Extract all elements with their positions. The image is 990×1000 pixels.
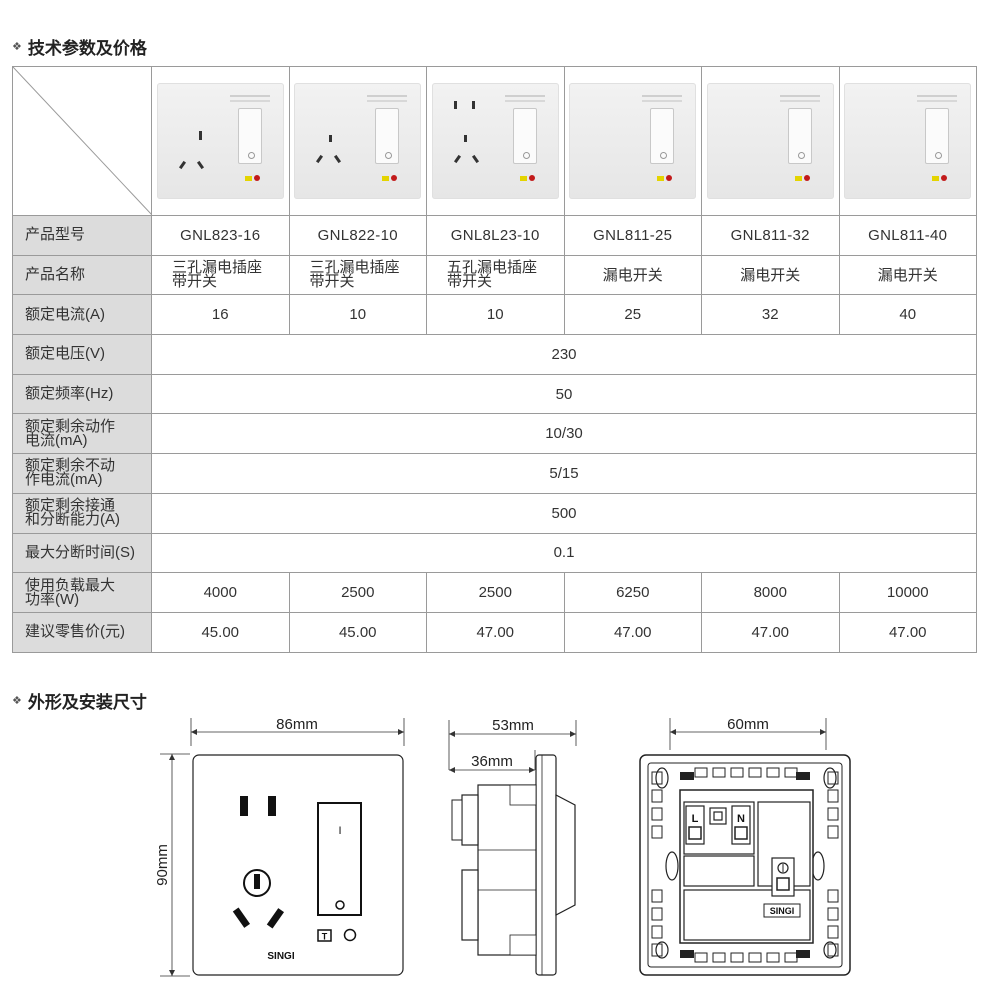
table-row-model: 产品型号 GNL823-16 GNL822-10 GNL8L23-10 GNL8… <box>12 215 977 256</box>
product-image-1 <box>151 66 290 216</box>
cell-name-2: 三孔漏电插座带开关 <box>288 254 427 296</box>
side-depth-label: 53mm <box>492 717 534 734</box>
product-image-2 <box>288 66 427 216</box>
brand-logo-back: SINGI <box>770 906 795 916</box>
cell-power-3: 2500 <box>426 572 565 613</box>
cell-price-5: 47.00 <box>701 611 840 653</box>
product-image-5 <box>701 66 840 216</box>
cell-name-1: 三孔漏电插座带开关 <box>151 254 290 296</box>
table-row-residual-nonop: 额定剩余不动作电流(mA) 5/15 <box>12 453 977 494</box>
earth-terminal-icon <box>777 862 789 874</box>
specs-section-title: ❖ 技术参数及价格 <box>12 34 147 59</box>
diamond-bullet-icon: ❖ <box>12 695 22 707</box>
switch-mark: I <box>338 825 341 837</box>
product-image-6 <box>838 66 977 216</box>
diagonal-line <box>13 67 152 215</box>
table-row-current: 额定电流(A) 16 10 10 25 32 40 <box>12 294 977 336</box>
cell-name-5: 漏电开关 <box>701 254 840 296</box>
table-row-price: 建议零售价(元) 45.00 45.00 47.00 47.00 47.00 4… <box>12 611 977 653</box>
svg-text:T: T <box>322 932 328 942</box>
label-max-break-time: 最大分断时间(S) <box>12 532 152 574</box>
dims-section-title: ❖ 外形及安装尺寸 <box>12 688 147 713</box>
brand-logo-front: SINGI <box>267 951 294 962</box>
cell-price-1: 45.00 <box>151 611 290 653</box>
cell-price-6: 47.00 <box>838 611 977 653</box>
label-frequency: 额定频率(Hz) <box>12 373 152 415</box>
table-row-residual-op: 额定剩余动作电流(mA) 10/30 <box>12 413 977 455</box>
spec-table: 产品型号 GNL823-16 GNL822-10 GNL8L23-10 GNL8… <box>12 66 977 653</box>
label-power: 使用负载最大功率(W) <box>12 572 152 613</box>
cell-current-4: 25 <box>563 294 702 336</box>
side-inner-label: 36mm <box>471 753 513 770</box>
cell-current-2: 10 <box>288 294 427 336</box>
socket-3pin-image <box>294 83 422 199</box>
rcd-switch-image <box>844 83 972 199</box>
cell-current-5: 32 <box>701 294 840 336</box>
cell-price-4: 47.00 <box>563 611 702 653</box>
cell-power-5: 8000 <box>701 572 840 613</box>
back-mount-label: 60mm <box>727 716 769 733</box>
front-view: 86mm 90mm I T SINGI <box>154 716 405 977</box>
cell-current-6: 40 <box>838 294 977 336</box>
test-button-icon <box>317 929 332 942</box>
front-height-label: 90mm <box>154 844 171 886</box>
rcd-switch-image <box>706 83 834 199</box>
front-width-label: 86mm <box>276 716 318 733</box>
cell-max-break-time: 0.1 <box>151 532 977 574</box>
cell-power-1: 4000 <box>151 572 290 613</box>
cell-model-6: GNL811-40 <box>838 215 977 256</box>
cell-current-3: 10 <box>426 294 565 336</box>
cell-model-1: GNL823-16 <box>151 215 290 256</box>
side-view: 53mm 36mm <box>448 717 577 976</box>
cell-price-2: 45.00 <box>288 611 427 653</box>
dimension-drawings: 86mm 90mm I T SINGI 53mm 36mm <box>154 716 851 977</box>
cell-power-4: 6250 <box>563 572 702 613</box>
socket-5pin-image <box>431 83 559 199</box>
back-view: 60mm L N <box>639 716 851 976</box>
label-current: 额定电流(A) <box>12 294 152 336</box>
table-row-name: 产品名称 三孔漏电插座带开关 三孔漏电插座带开关 五孔漏电插座带开关 漏电开关 … <box>12 254 977 296</box>
table-row-residual-break: 额定剩余接通和分断能力(A) 500 <box>12 492 977 534</box>
cell-current-1: 16 <box>151 294 290 336</box>
label-voltage: 额定电压(V) <box>12 334 152 375</box>
table-row-voltage: 额定电压(V) 230 <box>12 334 977 375</box>
label-price: 建议零售价(元) <box>12 611 152 653</box>
label-residual-break: 额定剩余接通和分断能力(A) <box>12 492 152 534</box>
table-row-power: 使用负载最大功率(W) 4000 2500 2500 6250 8000 100… <box>12 572 977 613</box>
cell-price-3: 47.00 <box>426 611 565 653</box>
cell-residual-break: 500 <box>151 492 977 534</box>
terminal-l-label: L <box>692 813 699 825</box>
cell-model-4: GNL811-25 <box>563 215 702 256</box>
cell-name-4: 漏电开关 <box>563 254 702 296</box>
table-row-images <box>12 66 977 216</box>
cell-voltage: 230 <box>151 334 977 375</box>
product-image-3 <box>426 66 565 216</box>
cell-power-2: 2500 <box>288 572 427 613</box>
label-residual-op: 额定剩余动作电流(mA) <box>12 413 152 455</box>
diamond-bullet-icon: ❖ <box>12 41 22 53</box>
table-row-max-break-time: 最大分断时间(S) 0.1 <box>12 532 977 574</box>
rcd-switch-image <box>569 83 697 199</box>
table-row-frequency: 额定频率(Hz) 50 <box>12 373 977 415</box>
specs-title-text: 技术参数及价格 <box>27 39 147 58</box>
cell-name-3: 五孔漏电插座带开关 <box>426 254 565 296</box>
cell-model-3: GNL8L23-10 <box>426 215 565 256</box>
label-model: 产品型号 <box>12 215 152 256</box>
terminal-n-label: N <box>737 813 745 825</box>
indicator-light-icon <box>343 928 357 942</box>
product-image-4 <box>563 66 702 216</box>
cell-power-6: 10000 <box>838 572 977 613</box>
cell-frequency: 50 <box>151 373 977 415</box>
cell-residual-nonop: 5/15 <box>151 453 977 494</box>
cell-residual-op: 10/30 <box>151 413 977 455</box>
cell-model-2: GNL822-10 <box>288 215 427 256</box>
socket-3pin-image <box>156 83 284 199</box>
cell-model-5: GNL811-32 <box>701 215 840 256</box>
label-name: 产品名称 <box>12 254 152 296</box>
cell-name-6: 漏电开关 <box>838 254 977 296</box>
label-residual-nonop: 额定剩余不动作电流(mA) <box>12 453 152 494</box>
dims-title-text: 外形及安装尺寸 <box>27 693 147 712</box>
header-diagonal-cell <box>12 66 152 216</box>
